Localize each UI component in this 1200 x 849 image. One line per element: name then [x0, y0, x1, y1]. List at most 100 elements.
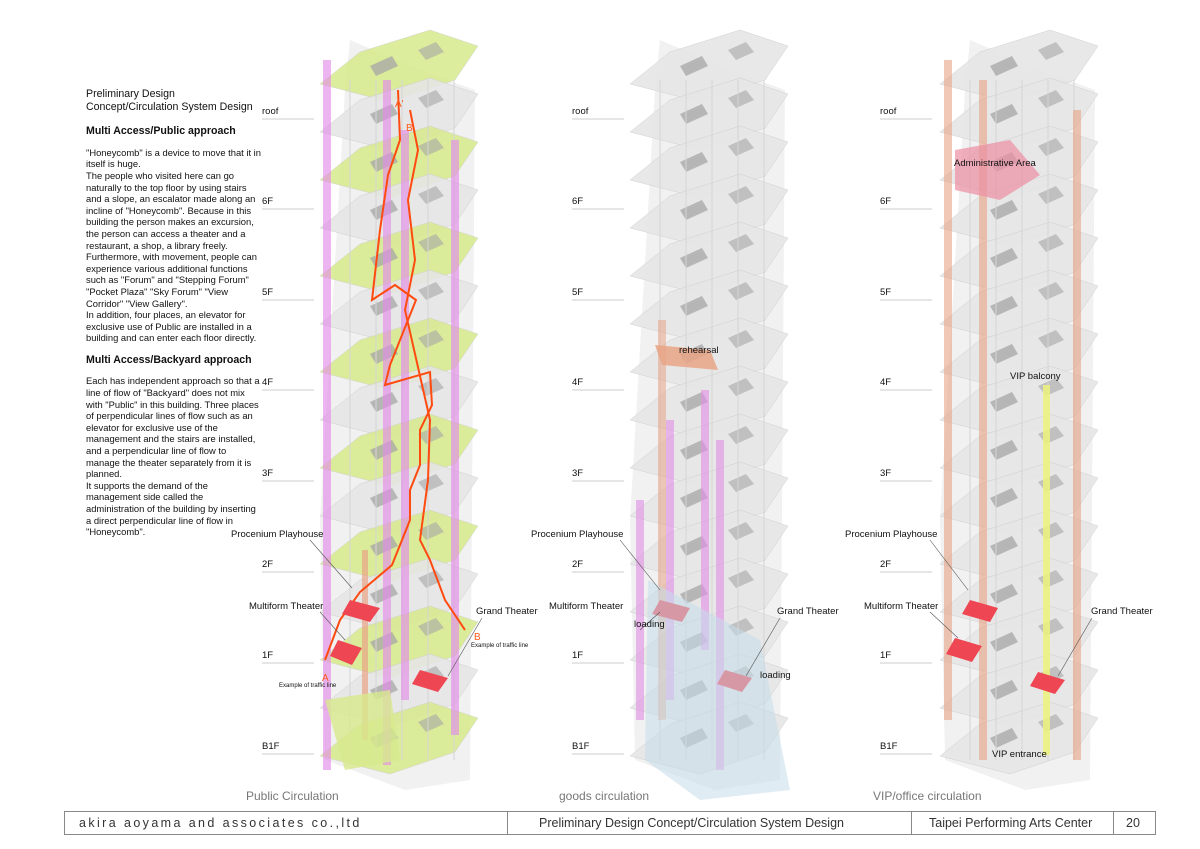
- traffic-line-note-a: Example of traffic line: [279, 683, 337, 689]
- floor-opening: [728, 138, 754, 156]
- rehearsal-label: rehearsal: [679, 345, 719, 356]
- route-marker-b-prime: B': [406, 123, 415, 134]
- multiform-theater-area: [962, 600, 998, 622]
- floor-opening: [728, 426, 754, 444]
- floor-label: B1F: [880, 741, 898, 752]
- administrative-area-label: Administrative Area: [954, 158, 1036, 169]
- floor-label: 5F: [572, 287, 584, 298]
- floor-label: 6F: [262, 196, 274, 207]
- footer-divider: [507, 812, 508, 834]
- floor-opening: [370, 56, 398, 76]
- floor-opening: [1038, 234, 1064, 252]
- company-name: akira aoyama and associates co.,ltd: [79, 816, 362, 830]
- public-route-line-a: [324, 89, 434, 661]
- footer-title: Preliminary Design Concept/Circulation S…: [539, 816, 844, 830]
- floor-opening: [728, 186, 754, 204]
- public-entry-plaza: [325, 690, 400, 770]
- traffic-line-note-b: Example of traffic line: [471, 643, 529, 649]
- public-elevator-shaft: [451, 140, 459, 735]
- floor-opening: [1038, 90, 1064, 108]
- goods-service-shaft: [658, 320, 666, 720]
- public-elevator-shaft: [383, 80, 391, 765]
- loading-zone: [645, 580, 790, 800]
- floor-label: B1F: [572, 741, 590, 752]
- backyard-approach-text: Each has independent approach so that a …: [86, 375, 260, 538]
- floor-label: roof: [880, 106, 897, 117]
- public-route-line-b: [403, 109, 466, 631]
- floor-opening: [680, 152, 708, 172]
- vip-balcony-label: VIP balcony: [1010, 371, 1061, 382]
- floor-opening: [728, 378, 754, 396]
- goods-elevator-shaft: [666, 420, 674, 700]
- goods-circulation-caption: goods circulation: [559, 789, 650, 803]
- floor-opening: [1038, 138, 1064, 156]
- floor-label: B1F: [262, 741, 280, 752]
- floor-label: 2F: [880, 559, 892, 570]
- floor-opening: [990, 536, 1018, 556]
- public-circulation-caption: Public Circulation: [246, 789, 339, 803]
- description-panel: Preliminary Design Concept/Circulation S…: [86, 88, 262, 548]
- backyard-approach-title: Multi Access/Backyard approach: [86, 353, 252, 366]
- floor-label: roof: [572, 106, 589, 117]
- grand-theater-label: Grand Theater: [777, 606, 839, 617]
- leader-line: [309, 539, 353, 589]
- rehearsal-area: [655, 345, 718, 370]
- footer-divider: [911, 812, 912, 834]
- floor-opening: [418, 186, 444, 204]
- floor-opening: [990, 248, 1018, 268]
- floor-opening: [990, 488, 1018, 508]
- floor-label: 2F: [572, 559, 584, 570]
- floor-opening: [728, 330, 754, 348]
- multiform-theater-area: [342, 600, 380, 622]
- public-approach-text: "Honeycomb" is a device to move that it …: [86, 146, 261, 344]
- footer-bar: akira aoyama and associates co.,ltd Prel…: [64, 811, 1156, 835]
- floor-label: 6F: [572, 196, 584, 207]
- floor-opening: [418, 90, 444, 108]
- floor-opening: [990, 344, 1018, 364]
- floor-opening: [418, 618, 444, 636]
- floor-opening: [990, 440, 1018, 460]
- vip-entrance-label: VIP entrance: [992, 749, 1047, 760]
- floor-label: 1F: [262, 650, 274, 661]
- floor-label: 5F: [880, 287, 892, 298]
- floor-opening: [680, 248, 708, 268]
- grand-theater-label: Grand Theater: [476, 606, 538, 617]
- floor-opening: [418, 522, 444, 540]
- floor-label: 3F: [262, 468, 274, 479]
- floor-label: 2F: [262, 559, 274, 570]
- floor-opening: [728, 234, 754, 252]
- multiform-label: Multiform Theater: [864, 601, 939, 612]
- floor-label: 4F: [572, 377, 584, 388]
- theater-stage-area: [946, 638, 982, 662]
- floor-opening: [990, 296, 1018, 316]
- floor-label: 1F: [572, 650, 584, 661]
- floor-opening: [418, 570, 444, 588]
- goods-elevator-shaft: [636, 500, 644, 720]
- floor-opening: [728, 522, 754, 540]
- loading-label-1: loading: [634, 619, 665, 630]
- floor-opening: [990, 392, 1018, 412]
- floor-opening: [1038, 330, 1064, 348]
- floor-opening: [418, 234, 444, 252]
- procenium-label: Procenium Playhouse: [231, 529, 324, 540]
- public-elevator-shaft: [401, 130, 409, 700]
- service-shaft: [362, 550, 368, 740]
- floor-opening: [990, 632, 1018, 652]
- floor-opening: [418, 138, 444, 156]
- floor-opening: [1038, 42, 1064, 60]
- office-elevator-shaft: [1073, 110, 1081, 760]
- public-approach-title: Multi Access/Public approach: [86, 125, 236, 138]
- floor-opening: [990, 584, 1018, 604]
- floor-opening: [418, 330, 444, 348]
- grand-theater-area: [1030, 672, 1065, 694]
- floor-label: 4F: [880, 377, 892, 388]
- project-name: Taipei Performing Arts Center: [929, 816, 1093, 830]
- leader-line: [319, 611, 346, 641]
- floor-opening: [728, 282, 754, 300]
- floor-opening: [680, 200, 708, 220]
- leader-line: [619, 539, 661, 591]
- floor-opening: [990, 104, 1018, 124]
- floor-opening: [680, 296, 708, 316]
- vip-elevator-shaft: [1043, 385, 1050, 755]
